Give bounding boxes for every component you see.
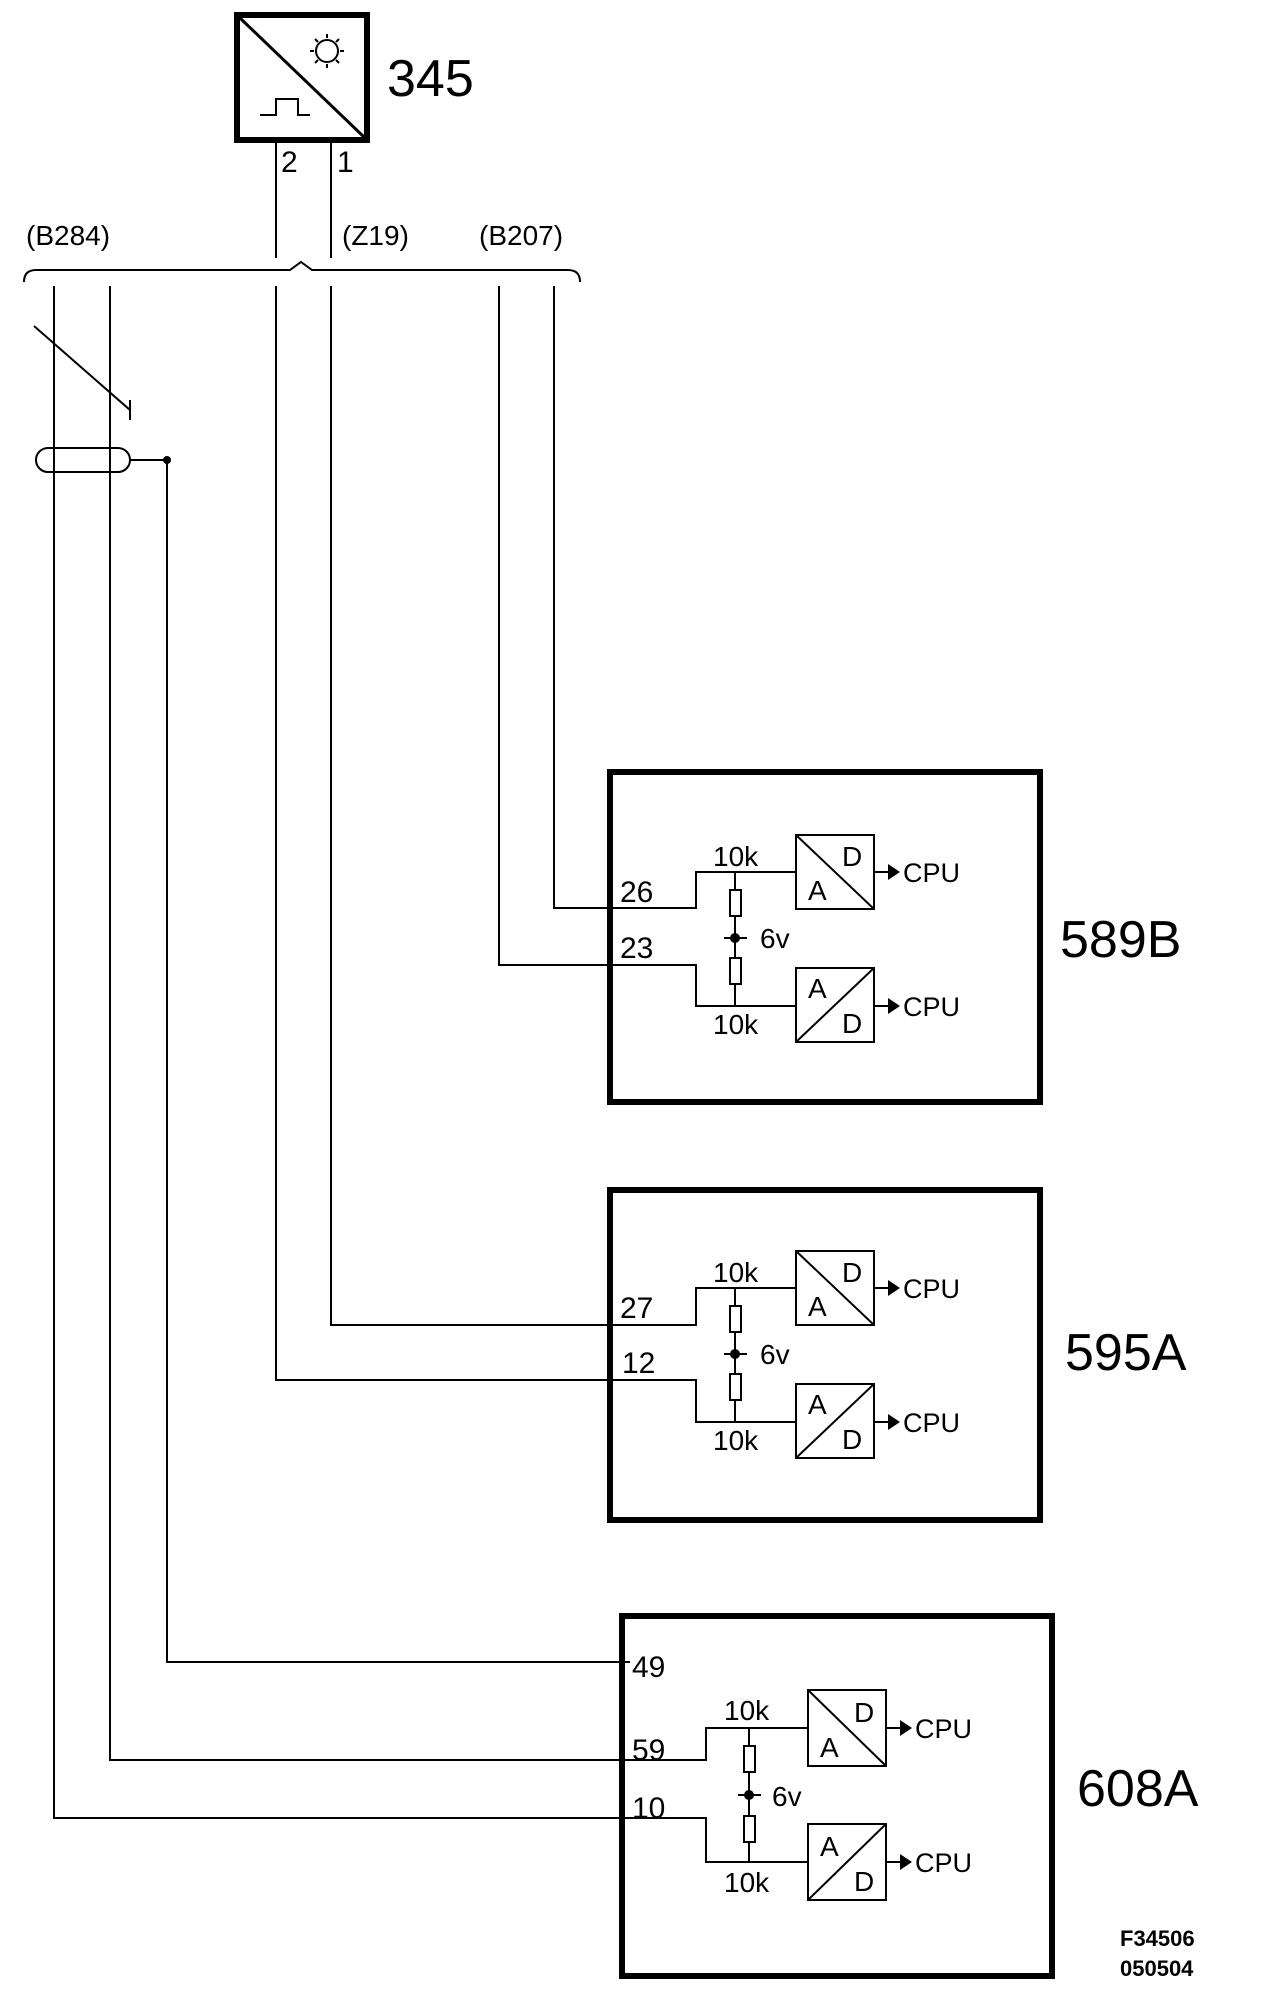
cpu-label: CPU — [915, 1848, 972, 1878]
wire-z19-pin1 — [330, 286, 630, 1326]
module-595a: 595A 27 12 10k 10k 6v D A CPU A D CPU — [607, 1187, 1187, 1523]
adc-d-label: D — [842, 1257, 862, 1288]
resistor-bottom — [743, 1815, 756, 1843]
resistor-label-top: 10k — [724, 1695, 770, 1726]
adc-d-label: D — [854, 1697, 874, 1728]
bias-label: 6v — [760, 923, 790, 954]
bias-label: 6v — [760, 1339, 790, 1370]
resistor-label-bottom: 10k — [713, 1425, 759, 1456]
arrow-icon — [900, 1854, 912, 1870]
bias-label: 6v — [772, 1781, 802, 1812]
arrow-icon — [888, 864, 900, 880]
arrow-icon — [888, 1414, 900, 1430]
pin-label-26: 26 — [620, 876, 653, 909]
sensor-pin-2: 2 — [281, 146, 298, 179]
resistor-label-bottom: 10k — [713, 1009, 759, 1040]
adc-a-label: A — [820, 1831, 839, 1862]
resistor-top — [729, 1305, 742, 1333]
sensor-id: 345 — [387, 50, 474, 108]
adc-d-label: D — [854, 1866, 874, 1897]
wire-b207-b — [553, 286, 630, 909]
figure-ref-line1: F34506 — [1120, 1926, 1195, 1951]
resistor-label-top: 10k — [713, 1257, 759, 1288]
adc-a-label: A — [808, 973, 827, 1004]
resistor-label-top: 10k — [713, 841, 759, 872]
sensor-pin-1: 1 — [337, 146, 354, 179]
wire-z19-pin2 — [275, 286, 630, 1381]
harness-brace — [23, 260, 581, 283]
adc-a-label: A — [808, 875, 827, 906]
module-589b: 589B 26 23 10k 10k 6v D A CPU A D CPU — [607, 769, 1181, 1105]
arrow-icon — [888, 1280, 900, 1296]
resistor-bottom — [729, 957, 742, 985]
twist-line — [33, 325, 131, 411]
pin-label-10: 10 — [632, 1792, 665, 1825]
cpu-label: CPU — [915, 1714, 972, 1744]
harness-label-b207: (B207) — [479, 220, 563, 251]
shield-ellipse — [35, 447, 131, 473]
resistor-top — [729, 889, 742, 917]
figure-ref-line2: 050504 — [1120, 1956, 1194, 1981]
sun-icon — [310, 34, 344, 68]
cpu-label: CPU — [903, 1408, 960, 1438]
module-608a: 608A 49 59 10 10k 10k 6v D A CPU A D CPU — [619, 1613, 1199, 1979]
module-id: 595A — [1065, 1324, 1187, 1382]
cpu-label: CPU — [903, 1274, 960, 1304]
wire-b284-a — [53, 286, 630, 1819]
arrow-icon — [900, 1720, 912, 1736]
resistor-bottom — [729, 1373, 742, 1401]
wire-b207-a — [498, 286, 630, 966]
module-id: 608A — [1077, 1760, 1199, 1818]
pin-label-23: 23 — [620, 932, 653, 965]
adc-d-label: D — [842, 841, 862, 872]
arrow-icon — [888, 998, 900, 1014]
cpu-label: CPU — [903, 992, 960, 1022]
wire-shield — [130, 459, 630, 1663]
shield-junction-dot — [163, 456, 171, 464]
resistor-label-bottom: 10k — [724, 1867, 770, 1898]
square-pulse-icon — [260, 98, 310, 116]
pin-label-27: 27 — [620, 1292, 653, 1325]
adc-a-label: A — [820, 1732, 839, 1763]
pin-label-12: 12 — [622, 1347, 655, 1380]
harness-label-z19: (Z19) — [342, 220, 409, 251]
pin-label-49: 49 — [632, 1651, 665, 1684]
cpu-label: CPU — [903, 858, 960, 888]
sensor-345: 345 2 1 — [234, 12, 474, 179]
pin-label-59: 59 — [632, 1734, 665, 1767]
adc-a-label: A — [808, 1389, 827, 1420]
adc-d-label: D — [842, 1424, 862, 1455]
adc-d-label: D — [842, 1008, 862, 1039]
adc-a-label: A — [808, 1291, 827, 1322]
module-id: 589B — [1060, 911, 1181, 969]
harness-label-b284: (B284) — [26, 220, 110, 251]
wire-b284-b — [109, 286, 625, 1761]
resistor-top — [743, 1745, 756, 1773]
